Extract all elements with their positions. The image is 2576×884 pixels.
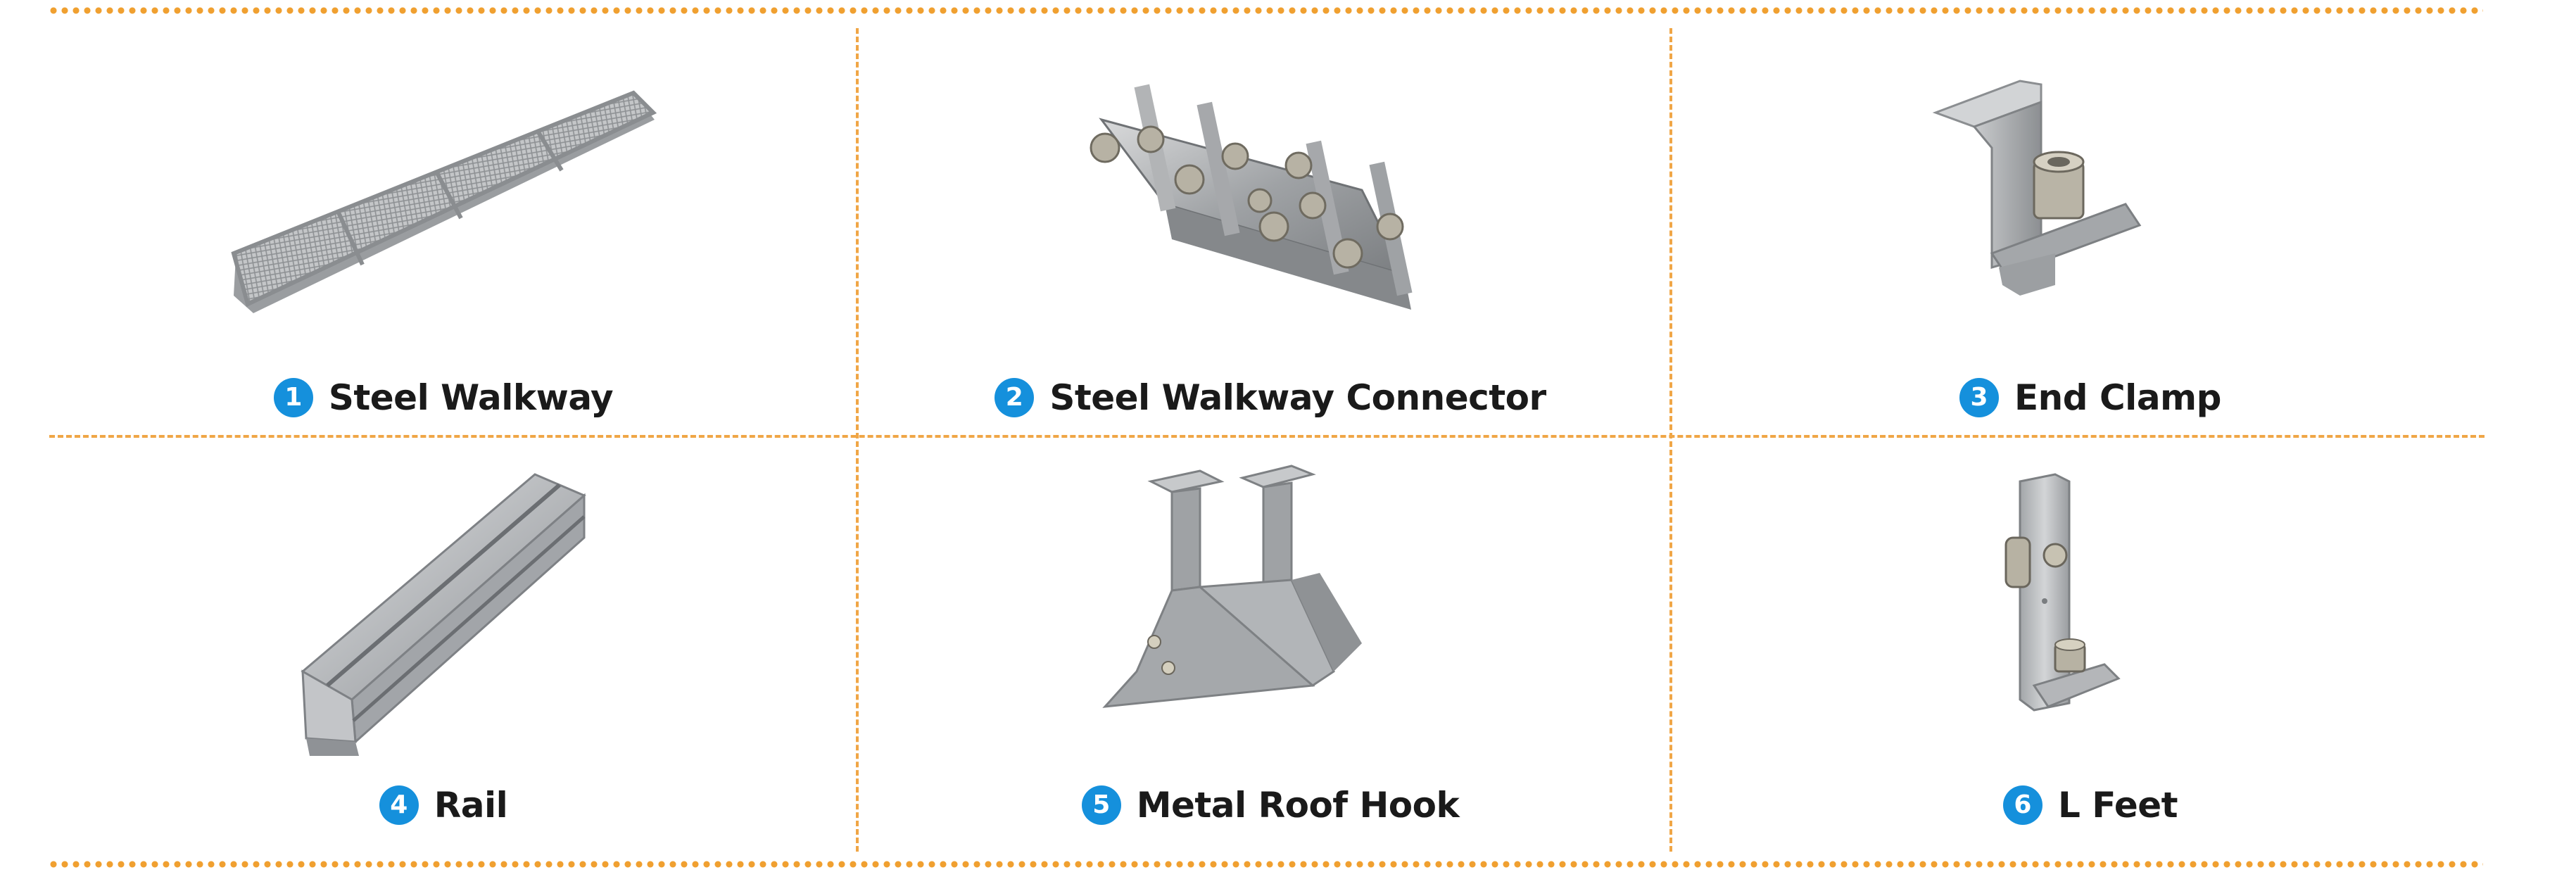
steel-walkway-image <box>231 90 657 313</box>
product-caption: 2 Steel Walkway Connector <box>869 373 1672 422</box>
number-badge: 1 <box>273 378 313 417</box>
product-caption: 6 L Feet <box>1689 781 2492 830</box>
product-caption: 3 End Clamp <box>1689 373 2492 422</box>
product-card-l-feet: 6 L Feet <box>1689 460 2492 869</box>
number-badge: 5 <box>1081 785 1121 825</box>
number-badge: 3 <box>1959 378 2000 417</box>
bottom-dotted-border <box>48 860 2483 869</box>
product-name: Steel Walkway Connector <box>1049 377 1546 418</box>
column-divider-1 <box>856 28 859 852</box>
number-badge: 2 <box>995 378 1035 417</box>
product-card-rail: 4 Rail <box>42 460 845 869</box>
end-clamp-image <box>1932 80 2142 296</box>
rail-image <box>301 473 586 756</box>
column-divider-2 <box>1669 28 1672 852</box>
top-dotted-border <box>48 6 2483 15</box>
metal-roof-hook-image <box>1102 465 1362 708</box>
product-name: End Clamp <box>2014 377 2221 418</box>
row-divider <box>49 435 2485 438</box>
product-card-walkway-connector: 2 Steel Walkway Connector <box>869 42 1672 450</box>
number-badge: 6 <box>2002 785 2043 825</box>
product-card-metal-roof-hook: 5 Metal Roof Hook <box>869 460 1672 869</box>
walkway-connector-image <box>1090 84 1413 310</box>
product-caption: 1 Steel Walkway <box>42 373 845 422</box>
number-badge: 4 <box>379 785 419 825</box>
product-caption: 5 Metal Roof Hook <box>869 781 1672 830</box>
product-name: Rail <box>434 785 508 826</box>
product-name: Steel Walkway <box>328 377 614 418</box>
product-card-end-clamp: 3 End Clamp <box>1689 42 2492 450</box>
l-feet-image <box>2004 473 2121 712</box>
product-name: L Feet <box>2057 785 2178 826</box>
product-card-steel-walkway: 1 Steel Walkway <box>42 42 845 450</box>
product-caption: 4 Rail <box>42 781 845 830</box>
product-name: Metal Roof Hook <box>1136 785 1460 826</box>
